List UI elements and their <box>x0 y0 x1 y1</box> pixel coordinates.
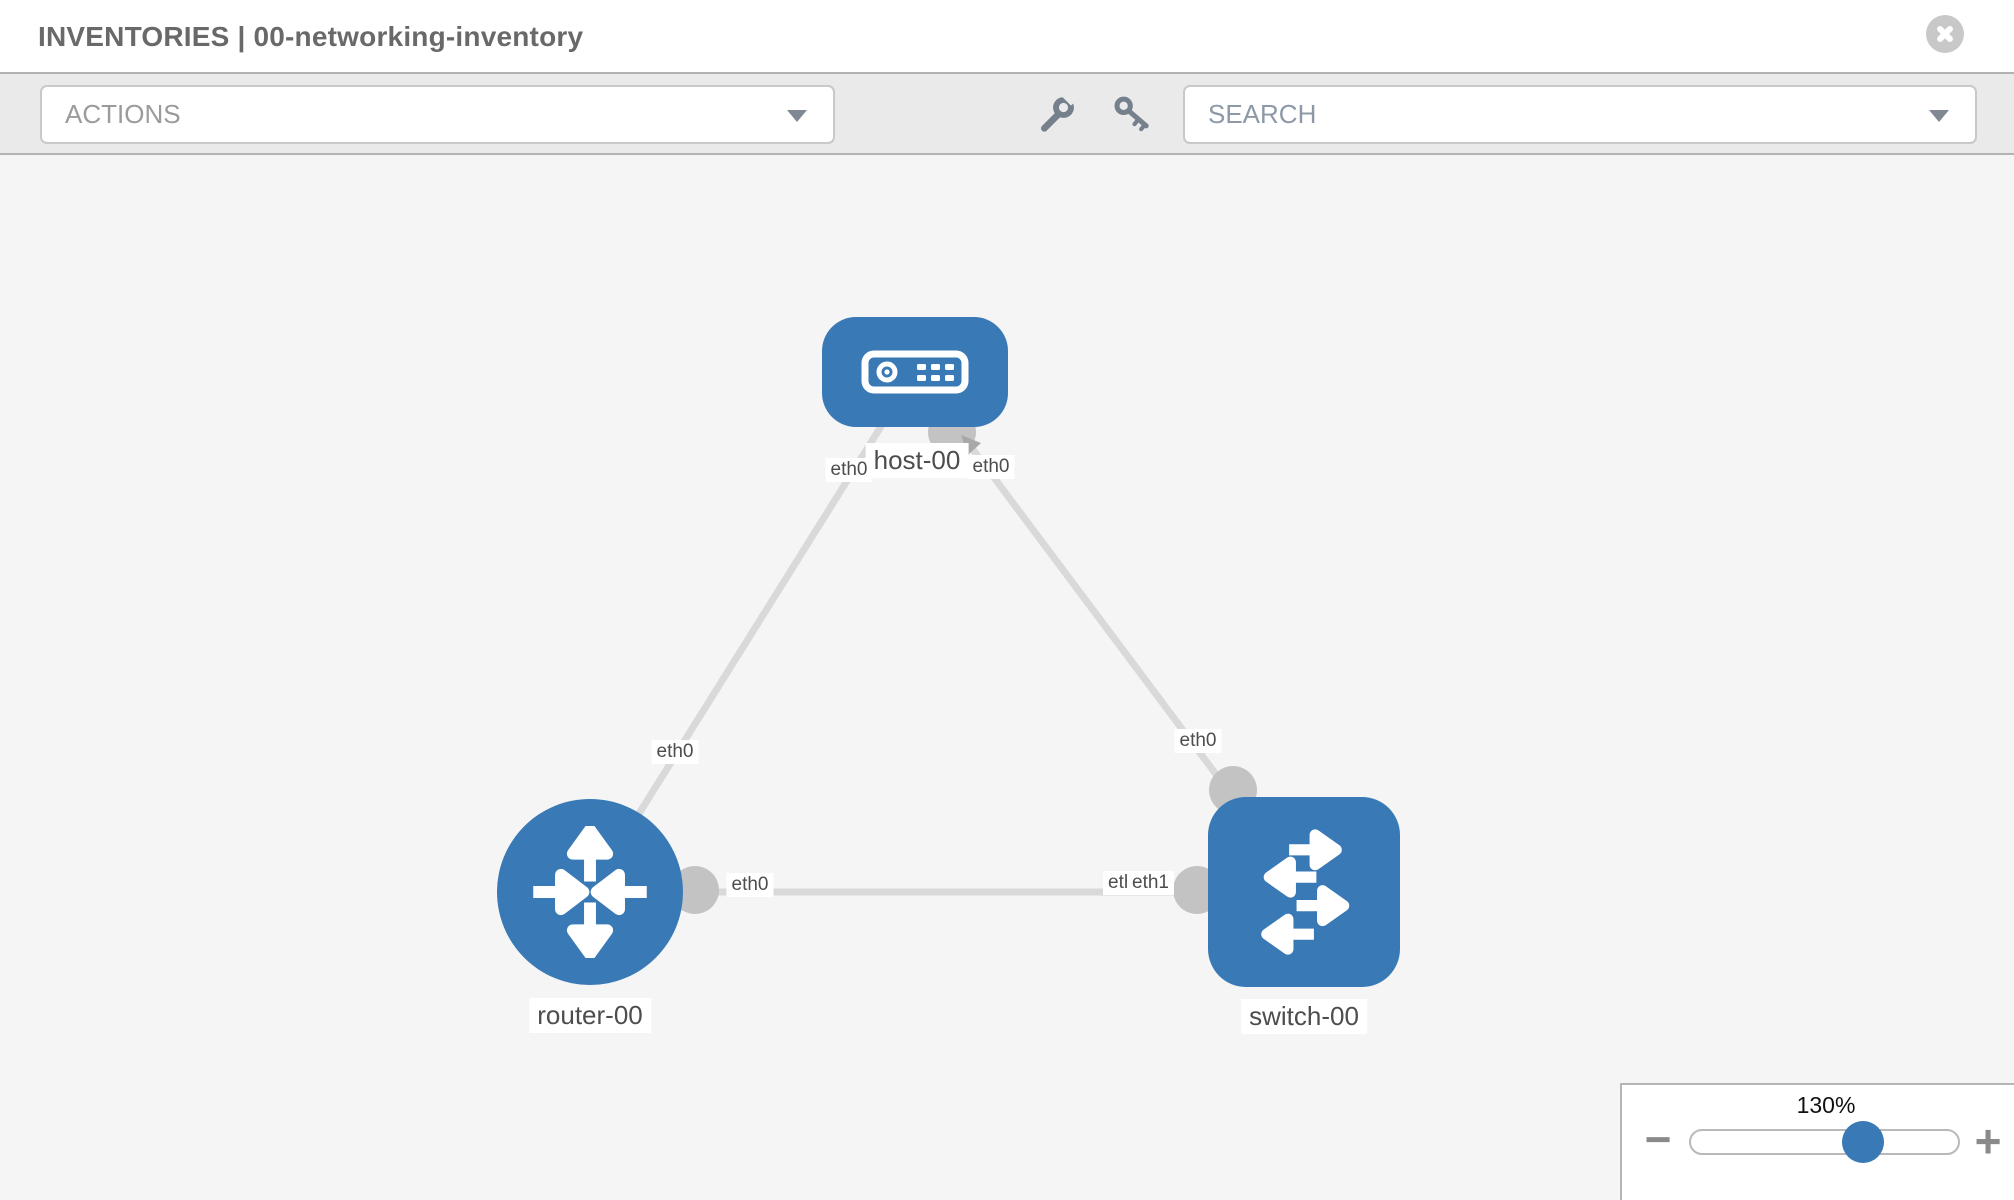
switch-icon <box>1261 829 1350 955</box>
interface-dot-router[interactable] <box>671 866 719 914</box>
zoom-slider-track[interactable] <box>1689 1129 1960 1155</box>
zoom-out-button[interactable]: − <box>1644 1113 1672 1165</box>
actions-dropdown[interactable]: ACTIONS <box>40 85 835 144</box>
credentials-button[interactable] <box>1112 95 1152 135</box>
interface-label-router-host: eth0 <box>651 740 699 764</box>
search-dropdown[interactable]: SEARCH <box>1183 85 1977 144</box>
node-router-00[interactable] <box>497 799 683 985</box>
chevron-down-icon <box>787 110 807 122</box>
link-arrow-marker <box>961 435 981 455</box>
interface-label-host-left: eth0 <box>825 458 873 482</box>
close-button[interactable] <box>1926 15 1964 53</box>
interface-label-host-switch: eth0 <box>1174 729 1222 753</box>
router-icon <box>533 826 647 958</box>
configure-button[interactable] <box>1036 88 1079 135</box>
topology-links-layer <box>587 369 1307 914</box>
key-icon <box>1114 96 1149 132</box>
node-label-host: host-00 <box>865 443 969 478</box>
wrench-icon <box>1041 88 1079 132</box>
page-title: INVENTORIES | 00-networking-inventory <box>38 21 584 52</box>
interface-label-switch-eth1: eth1 <box>1127 871 1174 895</box>
node-label-switch: switch-00 <box>1241 999 1367 1034</box>
interface-label-host-right: eth0 <box>967 455 1015 479</box>
chevron-down-icon <box>1929 110 1949 122</box>
interface-label-router-right: eth0 <box>726 873 774 897</box>
node-label-router: router-00 <box>529 998 651 1033</box>
node-switch-00[interactable] <box>1208 797 1400 987</box>
zoom-in-button[interactable]: + <box>1974 1115 2002 1167</box>
search-dropdown-value: SEARCH <box>1208 99 1317 129</box>
zoom-panel: 130% − + <box>1620 1083 2014 1200</box>
node-host-00[interactable] <box>822 317 1008 427</box>
host-icon <box>861 350 969 394</box>
topology-canvas[interactable]: host-00 router-00 switch-00 eth0 eth0 et… <box>0 155 2014 1200</box>
zoom-slider-thumb[interactable] <box>1842 1121 1884 1163</box>
toolbar: ACTIONS SEARCH <box>0 72 2014 155</box>
header: INVENTORIES | 00-networking-inventory <box>0 0 2014 72</box>
actions-dropdown-value: ACTIONS <box>65 99 181 129</box>
zoom-level: 130% <box>1796 1092 1856 1118</box>
